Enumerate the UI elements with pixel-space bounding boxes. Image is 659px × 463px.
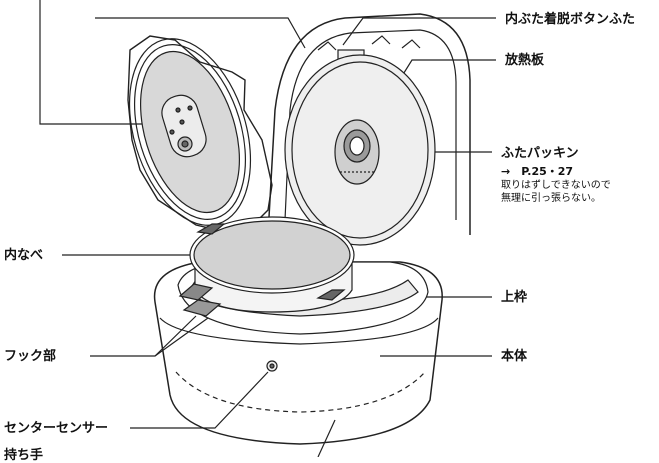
outer-lid (267, 13, 471, 246)
label-lid-packing-note-2: 無理に引っ張らない。 (501, 193, 601, 204)
label-lid-packing: ふたパッキン (501, 146, 579, 161)
label-inner-lid-button: 内ぶた着脱ボタンふた (505, 12, 636, 27)
leader-line-inner-lid-button (342, 17, 496, 46)
label-upper-frame: 上枠 (501, 290, 528, 305)
hooks (178, 283, 222, 317)
leader-line-center-sensor (130, 371, 269, 429)
leader-line-handle (317, 419, 336, 457)
leader-line-hook (90, 315, 197, 357)
inner-pot (189, 216, 355, 313)
label-center-sensor: センターセンサー (4, 421, 109, 436)
leader-line-hook-2 (154, 317, 209, 357)
label-lid-packing-page-ref: → P.25・27 (501, 165, 574, 178)
label-handle: 持ち手 (4, 448, 44, 463)
label-hook: フック部 (4, 349, 57, 364)
label-body: 本体 (501, 349, 528, 364)
leader-line-top-left (39, 0, 158, 125)
label-inner-pot: 内なべ (4, 248, 44, 263)
label-lid-packing-note-1: 取りはずしできないので (501, 180, 611, 191)
leader-line-top-center (95, 17, 306, 49)
inner-lid (127, 35, 273, 233)
label-heat-plate: 放熱板 (505, 53, 545, 68)
